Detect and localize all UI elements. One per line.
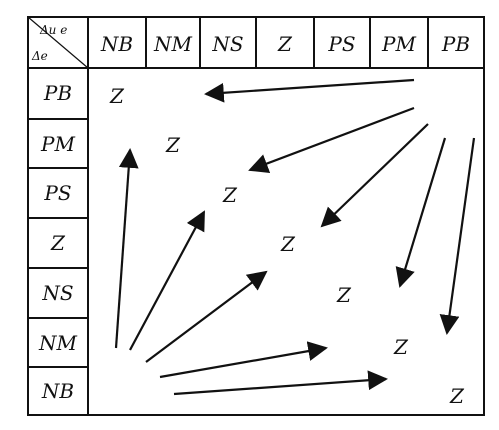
upper-arrows [204,78,476,335]
column-header-nb: NB [100,32,133,56]
cell-z-nb-pb: Z [449,384,465,408]
arrow-upper-1 [204,78,415,103]
cell-z-pm-nm: Z [165,133,181,157]
column-header-nm: NM [153,32,193,56]
column-header-pb: PB [441,32,470,56]
corner-diagonal-line [27,16,89,69]
column-header-ns: NS [211,32,243,56]
arrow-lower-3 [145,270,268,363]
arrow-lower-4 [159,341,328,379]
row-header-ps: PS [43,181,71,205]
lower-arrows [114,148,388,396]
corner-bottom-label: Δe [31,49,48,63]
cell-z-ns-ps: Z [336,283,352,307]
cell-z-z-z: Z [280,232,296,256]
row-header-dividers [28,118,88,368]
row-header-ns: NS [41,281,73,305]
arrow-lower-1 [114,148,139,349]
arrow-upper-4 [395,137,447,288]
column-header-dividers [145,17,429,68]
row-header-z: Z [50,231,66,255]
cell-z-ps-ns: Z [222,183,238,207]
row-header-pb: PB [43,81,72,105]
column-header-z: Z [277,32,293,56]
arrow-upper-3 [320,123,429,228]
arrow-upper-2 [248,106,415,173]
row-header-nb: NB [41,379,74,403]
arrow-lower-2 [129,210,205,351]
cell-z-nm-pm: Z [393,335,409,359]
cell-z-pb-nb: Z [109,84,125,108]
column-header-pm: PM [381,32,416,56]
table-frame [27,16,485,416]
corner-top-label: Δu e [39,23,67,37]
row-header-nm: NM [38,331,78,355]
column-header-ps: PS [327,32,355,56]
arrow-lower-5 [173,370,388,396]
arrow-upper-5 [439,137,476,335]
row-header-pm: PM [40,132,75,156]
